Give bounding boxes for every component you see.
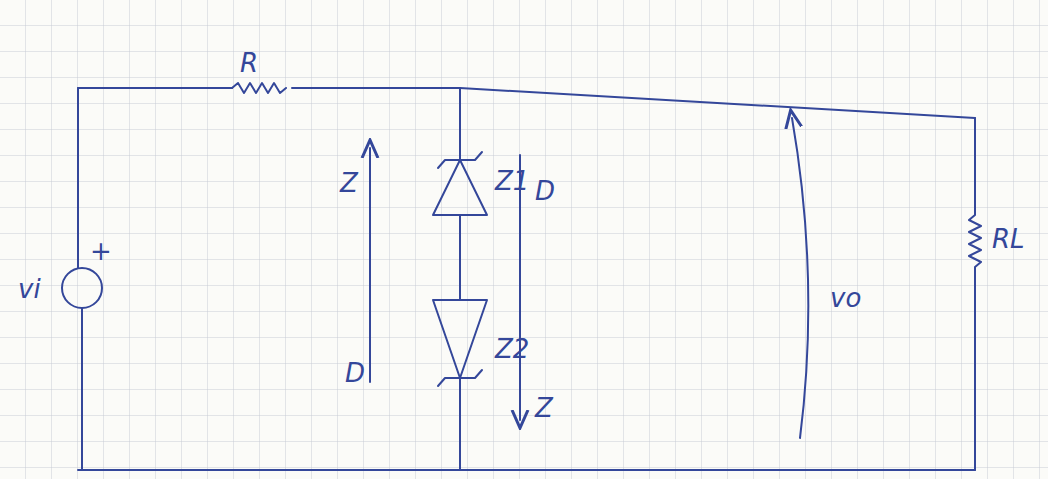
wire: [459, 378, 461, 470]
zener-name: Z1: [495, 168, 529, 194]
output-voltage-name: vo: [830, 285, 861, 311]
mode-letter: D: [345, 360, 365, 386]
mode-letter: Z: [340, 170, 358, 196]
wire: [78, 87, 232, 89]
wire: [459, 215, 461, 300]
polarity-sign: +: [90, 238, 112, 264]
mode-letter: D: [535, 178, 555, 204]
resistor-name: R: [240, 50, 258, 76]
wire: [459, 88, 461, 160]
wire: [77, 88, 79, 268]
voltage-arrow: [792, 118, 808, 438]
zener-name: Z2: [495, 336, 529, 362]
wire: [78, 469, 975, 471]
voltage-arrow: [369, 148, 371, 382]
wire: [292, 88, 975, 118]
source-symbol: [62, 268, 102, 308]
zener-triangle: [433, 300, 487, 378]
wire: [81, 308, 83, 470]
load-name: RL: [992, 226, 1025, 252]
resistor-symbol: [232, 83, 286, 93]
zener-triangle: [433, 160, 487, 215]
load-resistor-symbol: [969, 118, 981, 470]
voltage-arrow: [519, 155, 521, 420]
mode-letter: Z: [535, 395, 553, 421]
source-name: vi: [18, 276, 41, 302]
